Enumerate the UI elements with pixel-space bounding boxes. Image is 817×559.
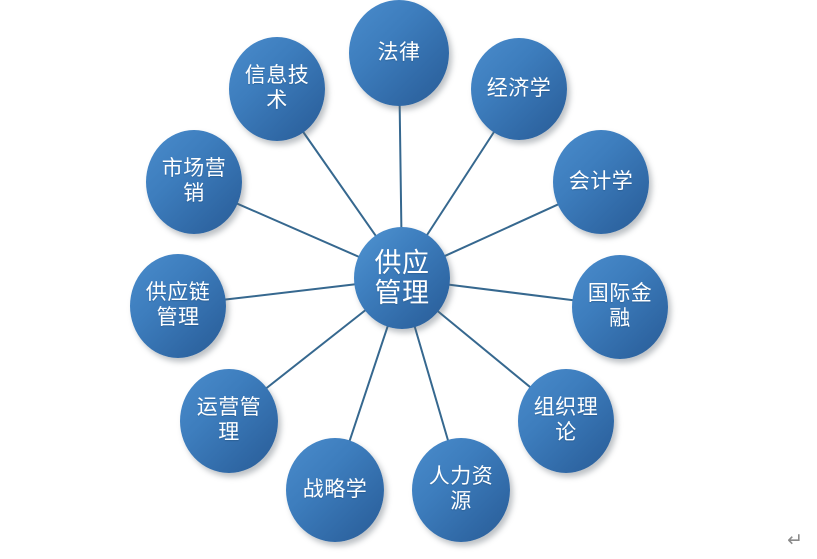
connector-line [448,283,574,302]
connector-line [236,202,360,258]
outer-node-0[interactable]: 法律 [349,0,449,106]
outer-node-2[interactable]: 会计学 [553,130,649,234]
connector-line [348,325,389,442]
outer-node-6[interactable]: 战略学 [286,438,384,542]
outer-node-label: 经济学 [486,76,552,100]
outer-node-label: 战略学 [302,477,368,501]
connector-line [444,203,559,257]
outer-node-label: 供应链管理 [145,281,211,329]
outer-node-label: 组织理论 [533,396,599,444]
connector-line [398,105,403,228]
outer-node-1[interactable]: 经济学 [471,38,567,140]
connector-line [426,131,495,236]
outer-node-4[interactable]: 组织理论 [518,369,614,473]
paragraph-mark-icon: ↵ [787,529,803,551]
outer-node-label: 国际金融 [587,282,653,330]
connector-line [437,310,531,388]
connector-line [265,309,366,389]
outer-node-9[interactable]: 市场营销 [146,130,242,234]
outer-node-3[interactable]: 国际金融 [572,255,668,359]
outer-node-5[interactable]: 人力资源 [412,438,510,542]
outer-node-label: 运营管理 [196,396,262,444]
outer-node-8[interactable]: 供应链管理 [130,254,226,358]
connector-line [302,131,377,237]
center-node[interactable]: 供应管理 [354,227,450,329]
center-node-label: 供应管理 [374,247,430,308]
outer-node-label: 会计学 [568,169,634,193]
connector-line [413,326,449,441]
outer-node-label: 信息技术 [244,64,310,112]
outer-node-label: 市场营销 [161,157,227,205]
outer-node-7[interactable]: 运营管理 [180,369,278,473]
outer-node-label: 人力资源 [428,465,494,513]
connector-line [224,283,356,301]
outer-node-10[interactable]: 信息技术 [229,37,325,141]
outer-node-label: 法律 [377,40,421,64]
